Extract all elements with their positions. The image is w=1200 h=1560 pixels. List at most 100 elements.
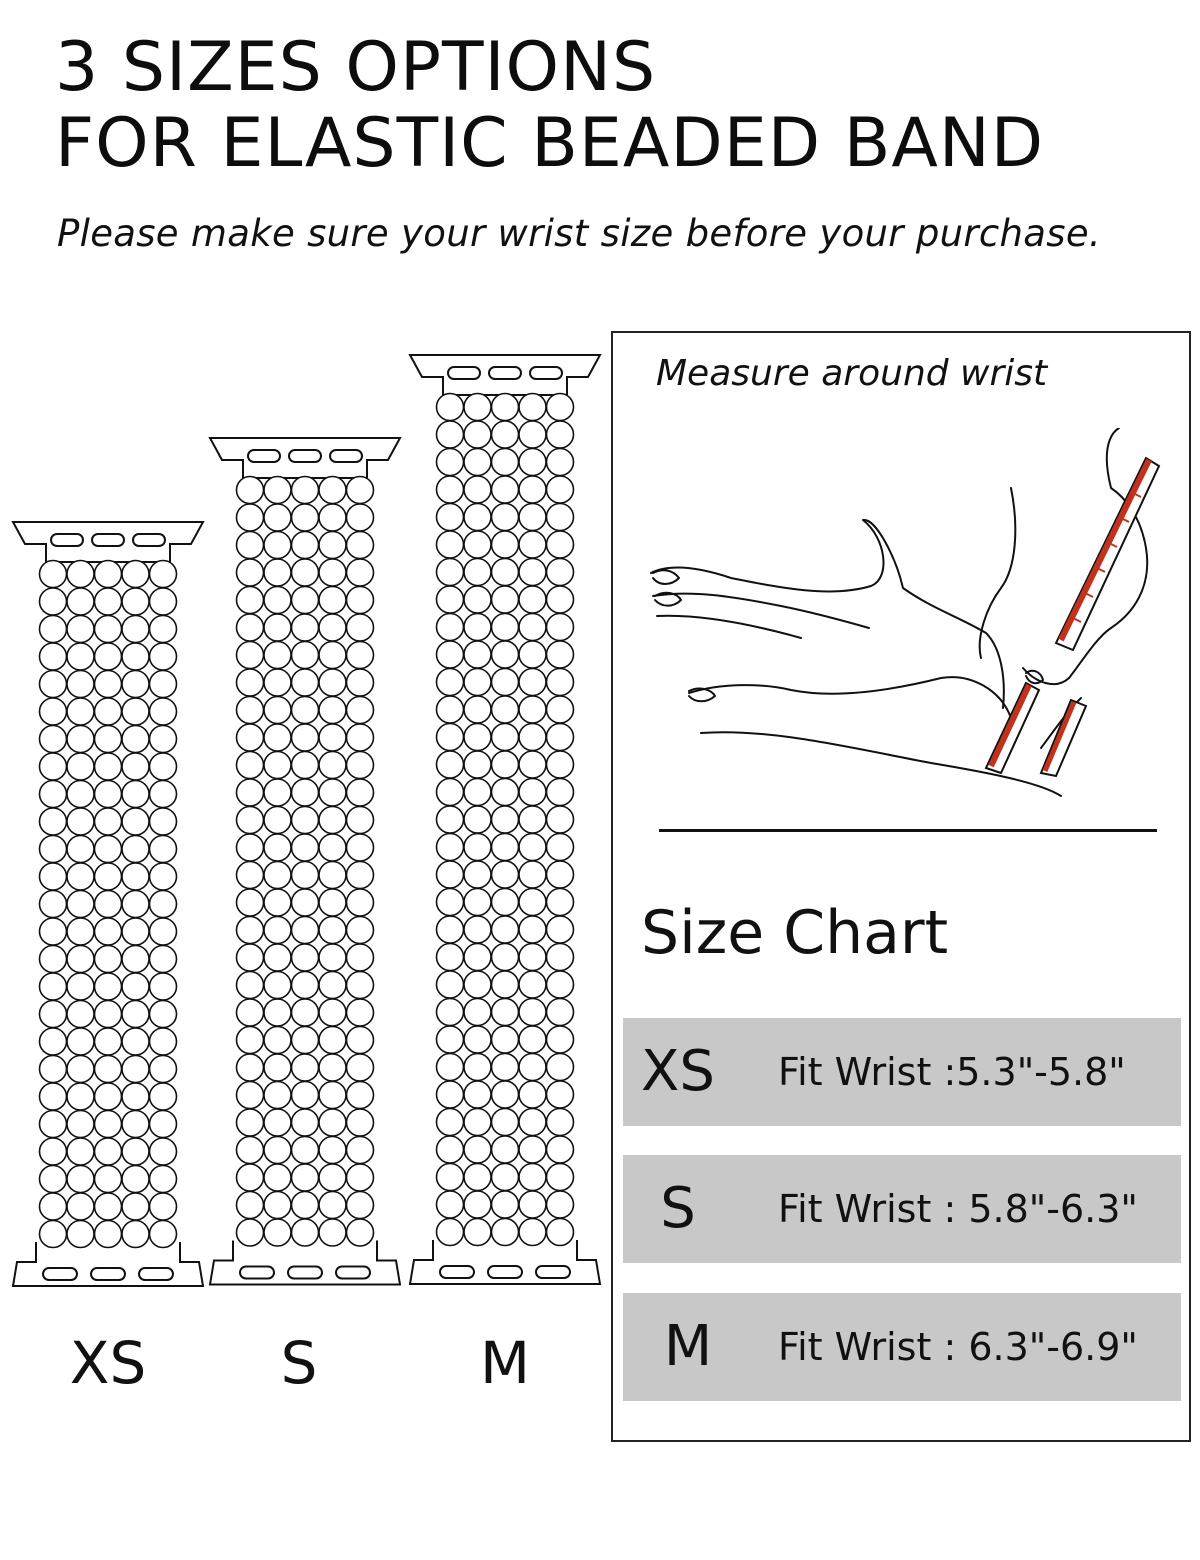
bead — [435, 640, 465, 669]
forearm-lower — [700, 731, 1062, 797]
bead — [345, 833, 375, 862]
bead — [345, 888, 375, 917]
bead — [121, 1137, 150, 1166]
bead — [93, 1137, 123, 1166]
bead — [345, 998, 375, 1027]
bead — [490, 420, 520, 449]
bead — [435, 805, 465, 834]
bead — [463, 1107, 492, 1137]
bead — [38, 1192, 68, 1221]
bead — [121, 1054, 150, 1084]
bead — [435, 1052, 465, 1082]
size-chart-heading: Size Chart — [641, 898, 949, 968]
bead — [318, 750, 347, 780]
bead — [235, 805, 265, 835]
bead — [545, 860, 575, 889]
bead — [318, 833, 347, 862]
bead — [93, 834, 123, 864]
bead — [518, 695, 547, 724]
bead — [235, 475, 265, 505]
size-row-s: S Fit Wrist : 5.8"-6.3" — [623, 1155, 1181, 1263]
connector-slot — [138, 1267, 174, 1281]
bead — [345, 503, 375, 532]
bead — [435, 1162, 465, 1192]
bead — [66, 642, 95, 671]
bead — [148, 1192, 178, 1221]
bead — [490, 997, 520, 1027]
bead — [318, 475, 347, 505]
bead — [235, 915, 265, 945]
measure-label: Measure around wrist — [656, 353, 1048, 394]
bead — [263, 805, 292, 835]
bead — [263, 833, 292, 862]
bead — [235, 1218, 265, 1247]
bead — [235, 750, 265, 780]
bead — [435, 585, 465, 614]
bead — [318, 998, 347, 1027]
bead — [263, 668, 292, 697]
bead — [518, 1162, 547, 1192]
bead — [93, 889, 123, 919]
bead — [435, 750, 465, 779]
hand-nail-3 — [688, 687, 716, 703]
bead — [518, 970, 547, 999]
bead — [463, 557, 492, 587]
bead — [66, 779, 95, 809]
bead — [545, 1025, 575, 1054]
bead — [318, 530, 347, 560]
bead — [148, 1054, 178, 1084]
bead — [66, 1137, 95, 1166]
bead — [38, 614, 68, 644]
bead — [121, 1082, 150, 1111]
bead — [518, 612, 547, 642]
bead — [121, 999, 150, 1029]
bead — [518, 832, 547, 862]
bead — [518, 1052, 547, 1082]
bead — [463, 1052, 492, 1082]
connector-slot — [529, 366, 563, 380]
bead — [121, 614, 150, 644]
bead — [38, 834, 68, 864]
size-code-xs: XS — [641, 1039, 715, 1104]
bead — [490, 530, 520, 559]
bead — [93, 1219, 123, 1249]
bead — [66, 862, 95, 891]
bead — [435, 695, 465, 724]
bead — [545, 777, 575, 807]
bead — [345, 1025, 375, 1055]
bead — [490, 1135, 520, 1164]
bead — [38, 752, 68, 781]
bead — [290, 1080, 320, 1110]
bead — [345, 585, 375, 615]
bead — [93, 587, 123, 616]
bead — [263, 1163, 292, 1192]
bead — [435, 447, 465, 477]
bead — [435, 1217, 465, 1247]
bead — [435, 420, 465, 449]
bead — [290, 1053, 320, 1082]
bead — [345, 1218, 375, 1247]
bead — [263, 723, 292, 752]
bead — [463, 530, 492, 559]
bead — [235, 998, 265, 1027]
size-fit-m: Fit Wrist : 6.3"-6.9" — [778, 1325, 1138, 1369]
bead — [263, 1108, 292, 1137]
connector-slot — [329, 449, 363, 463]
bead — [463, 1217, 492, 1247]
bead — [93, 724, 123, 754]
bead — [463, 777, 492, 807]
bead — [463, 997, 492, 1027]
bead — [38, 1109, 68, 1139]
bead — [463, 502, 492, 532]
bead — [235, 1108, 265, 1137]
bead — [345, 558, 375, 587]
bead — [545, 1080, 575, 1109]
bead — [518, 1080, 547, 1109]
bead — [435, 1190, 465, 1219]
bead — [121, 669, 150, 699]
bead — [435, 915, 465, 944]
bead — [290, 585, 320, 615]
bead — [93, 862, 123, 891]
bead — [148, 1137, 178, 1166]
bead — [38, 724, 68, 754]
